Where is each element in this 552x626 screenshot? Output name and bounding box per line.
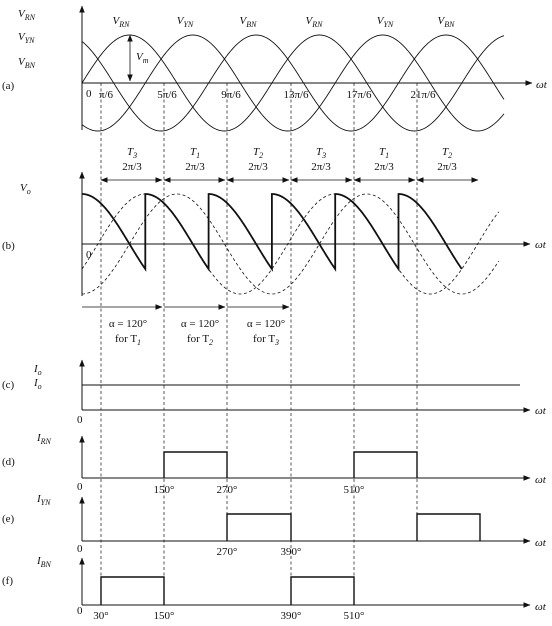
panel-f: [79, 557, 531, 608]
curve-label-vyn-1: VYN: [177, 15, 194, 29]
panel-a-tag: (a): [2, 80, 15, 92]
curve-label-vbn-2: VBN: [438, 15, 456, 29]
panel-b: [79, 171, 531, 296]
curve-label-vrn-2: VRN: [306, 15, 324, 29]
interval-thyristor-1: T3: [127, 146, 137, 160]
v-bn-curve: [81, 34, 505, 132]
guide-lines: [100, 83, 418, 605]
panel-c-tag: (c): [2, 379, 15, 391]
panel-c: [79, 359, 531, 413]
panel-d-tag: (d): [2, 456, 15, 468]
panel-b-x-axis-label: ωt: [535, 239, 547, 251]
curve-label-vyn-2: VYN: [377, 15, 394, 29]
panel-e-y-label: IYN: [36, 493, 51, 507]
panel-a-x-axis-label: ωt: [536, 79, 548, 91]
panel-e: [79, 496, 531, 544]
panel-c-level-label: Io: [33, 377, 42, 391]
tick-21pi-6: 21π/6: [410, 89, 436, 101]
panel-d: [79, 435, 531, 481]
interval-width-5: 2π/3: [374, 161, 394, 173]
v-rn-curve: [81, 34, 505, 132]
irn-pulse-1: [163, 451, 228, 478]
tick-13pi-6: 13π/6: [283, 89, 309, 101]
alpha-for-t3: for T3: [253, 333, 279, 347]
panel-c-x-axis-label: ωt: [535, 405, 547, 417]
panel-e-origin: 0: [77, 543, 83, 555]
interval-thyristor-6: T2: [442, 146, 452, 160]
interval-width-3: 2π/3: [248, 161, 268, 173]
ibn-pulse-1: [100, 576, 165, 605]
panel-e-tag: (e): [2, 513, 15, 525]
tick-17pi-6: 17π/6: [346, 89, 372, 101]
interval-thyristor-5: T1: [379, 146, 389, 160]
panel-d-y-label: IRN: [36, 432, 52, 446]
panel-e-x-axis-label: ωt: [535, 537, 547, 549]
interval-width-6: 2π/3: [437, 161, 457, 173]
interval-thyristor-2: T1: [190, 146, 200, 160]
v-yn-curve: [81, 34, 505, 132]
y-label-vyn: VYN: [18, 31, 35, 45]
tick-9pi-6: 9π/6: [221, 89, 241, 101]
panel-e-angle-270: 270°: [217, 546, 238, 558]
iyn-pulse-1: [226, 513, 292, 541]
panel-b-y-label: Vo: [20, 182, 31, 196]
alpha-for-t2: for T2: [187, 333, 213, 347]
panel-f-origin: 0: [77, 605, 83, 617]
panel-b-tag: (b): [2, 240, 15, 252]
panel-a: [79, 5, 533, 132]
iyn-pulse-2: [416, 513, 481, 541]
panel-b-origin: 0: [86, 249, 92, 261]
panel-f-y-label: IBN: [36, 555, 52, 569]
ibn-pulse-2: [290, 576, 355, 605]
panel-f-tag: (f): [2, 575, 13, 587]
output-voltage-vo: [81, 193, 463, 272]
panel-c-origin: 0: [77, 414, 83, 426]
tick-pi-6: π/6: [99, 89, 114, 101]
panel-f-angle-390: 390°: [281, 610, 302, 622]
alpha-label-t2: α = 120°: [181, 318, 219, 330]
panel-d-origin: 0: [77, 481, 83, 493]
panel-f-angle-510: 510°: [344, 610, 365, 622]
panel-d-x-axis-label: ωt: [535, 474, 547, 486]
supply-voltage-dashed-2: [81, 193, 500, 295]
alpha-label-t3: α = 120°: [247, 318, 285, 330]
interval-width-4: 2π/3: [311, 161, 331, 173]
alpha-label-t1: α = 120°: [109, 318, 147, 330]
alpha-for-t1: for T1: [115, 333, 141, 347]
interval-width-2: 2π/3: [185, 161, 205, 173]
tick-5pi-6: 5π/6: [157, 89, 177, 101]
interval-thyristor-3: T2: [253, 146, 263, 160]
y-label-vrn: VRN: [18, 8, 36, 22]
panel-f-angle-150: 150°: [154, 610, 175, 622]
panel-a-origin: 0: [86, 88, 92, 100]
panel-f-x-axis-label: ωt: [535, 601, 547, 613]
panel-c-y-label: Io: [33, 363, 42, 377]
y-label-vbn: VBN: [18, 56, 36, 70]
interval-thyristor-4: T3: [316, 146, 326, 160]
curve-label-vrn-1: VRN: [113, 15, 131, 29]
irn-pulse-2: [353, 451, 418, 478]
curve-label-vbn-1: VBN: [240, 15, 258, 29]
panel-f-angle-30: 30°: [93, 610, 108, 622]
interval-width-1: 2π/3: [122, 161, 142, 173]
vm-label: Vm: [136, 51, 149, 65]
